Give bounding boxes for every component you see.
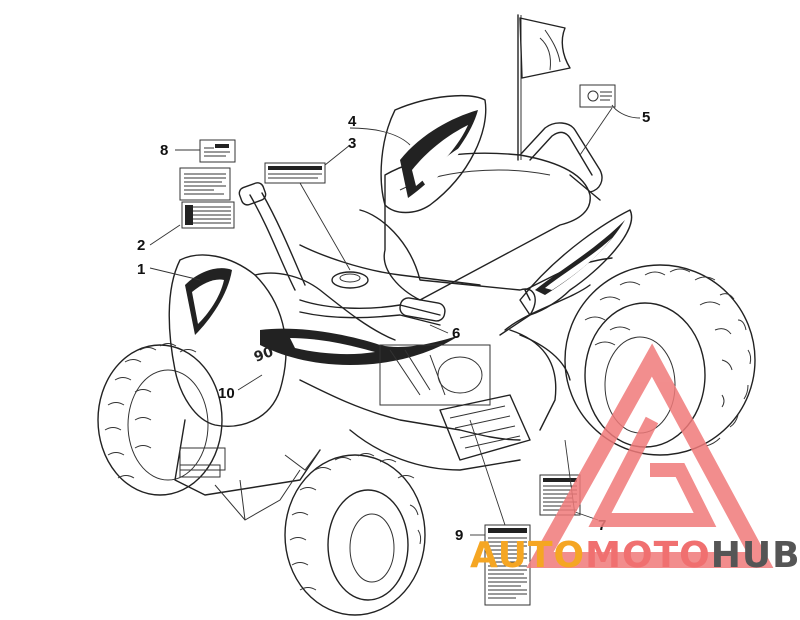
decal-9 — [484, 524, 531, 606]
callout-1: 1 — [137, 261, 145, 278]
callout-5: 5 — [642, 109, 650, 126]
watermark-moto: MOTO — [585, 535, 711, 576]
svg-text:AUTOMOTOHUB: AUTOMOTOHUB — [470, 535, 800, 576]
upper-side-graphic — [400, 110, 478, 198]
callout-8: 8 — [160, 142, 168, 159]
front-body-graphic — [260, 328, 460, 365]
watermark-hub: HUB — [711, 535, 800, 576]
watermark-triangle-logo — [526, 343, 774, 568]
callout-2: 2 — [137, 237, 145, 254]
callout-4: 4 — [348, 113, 357, 130]
atv-drawing: 90 — [97, 95, 756, 616]
callout-10: 10 — [218, 385, 235, 402]
decal-warning-stack — [179, 167, 235, 229]
front-left-wheel — [97, 343, 223, 496]
callout-6: 6 — [452, 325, 460, 342]
front-right-wheel — [284, 453, 426, 616]
front-fender-graphic — [185, 268, 232, 335]
safety-flag — [517, 14, 571, 161]
decal-8 — [199, 139, 236, 163]
automotohub-watermark: AUTOMOTOHUB — [470, 343, 800, 576]
callout-9: 9 — [455, 527, 463, 544]
decal-5 — [579, 84, 616, 108]
watermark-auto: AUTO — [470, 535, 585, 576]
footrest — [439, 394, 531, 461]
rear-fender-graphic — [535, 220, 625, 295]
decal-3 — [264, 162, 326, 184]
callout-3: 3 — [348, 135, 356, 152]
model-badge: 90 — [252, 344, 276, 366]
